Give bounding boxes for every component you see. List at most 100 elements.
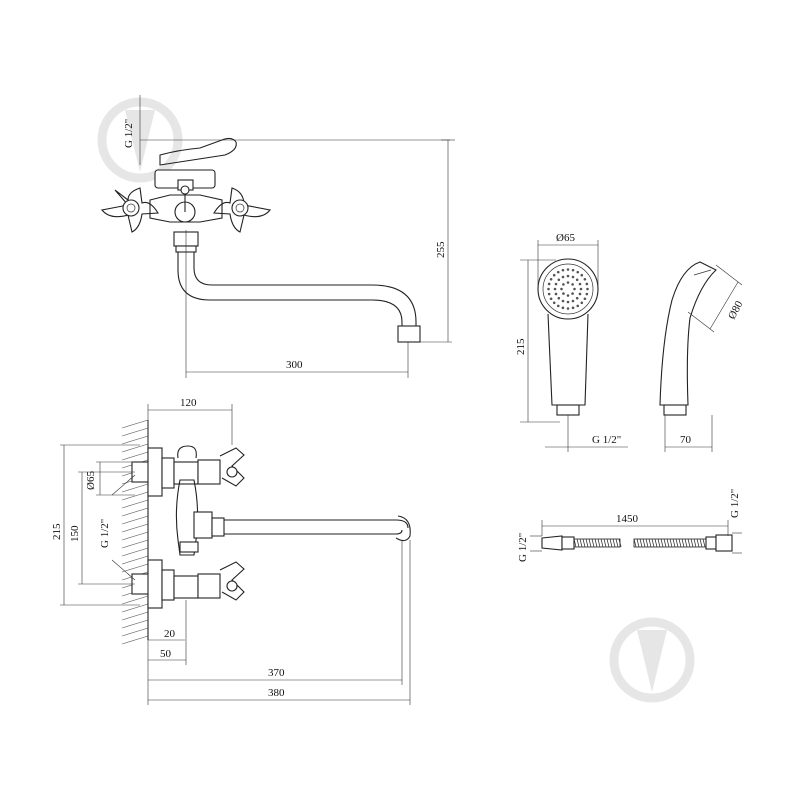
hose-coil <box>681 538 685 548</box>
spray-nozzle <box>576 270 580 274</box>
hose-coil <box>588 538 592 548</box>
spray-nozzle <box>578 282 582 286</box>
label-side-215: 215 <box>51 523 63 540</box>
wall-hatch-line <box>121 539 149 549</box>
spray-nozzle <box>580 273 584 277</box>
wall-hatch-line <box>121 611 149 621</box>
hose-coil <box>615 538 619 548</box>
spray-nozzle <box>580 301 584 305</box>
spray-nozzle <box>571 292 574 295</box>
hose-coil <box>678 538 682 548</box>
faucet-side-view <box>60 404 411 705</box>
spray-nozzle <box>561 306 565 310</box>
hose-coil <box>594 538 598 548</box>
spray-nozzle <box>556 270 560 274</box>
hose-coil <box>591 538 595 548</box>
spray-nozzle <box>583 277 587 281</box>
hose-coil <box>609 538 613 548</box>
wall-hatch-line <box>121 595 149 605</box>
label-handset-70: 70 <box>680 434 692 446</box>
wall-hatch-line <box>121 515 149 525</box>
hose-coil <box>663 538 667 548</box>
spray-nozzle <box>547 282 551 286</box>
wall-hatch-line <box>121 483 149 493</box>
hose-coil <box>642 538 646 548</box>
hose-coil <box>639 538 643 548</box>
spray-nozzle <box>547 292 551 296</box>
spray-nozzle <box>557 278 561 282</box>
spray-nozzle <box>585 282 589 286</box>
spray-nozzle <box>579 287 583 291</box>
hose-coil <box>645 538 649 548</box>
hose-coil <box>603 538 607 548</box>
wall-hatch-line <box>121 427 149 437</box>
hose-coil <box>579 538 583 548</box>
spray-nozzle <box>571 275 575 279</box>
spray-nozzle <box>561 299 565 303</box>
label-150: 150 <box>69 525 81 542</box>
hose-coil <box>702 538 706 548</box>
label-head-diameter: Ø65 <box>556 232 575 244</box>
label-handset-215: 215 <box>515 338 527 355</box>
hose-coil <box>606 538 610 548</box>
spray-nozzle <box>552 301 556 305</box>
wall-hatch-line <box>121 563 149 573</box>
spray-nozzle <box>576 304 580 308</box>
wall-hatch-line <box>121 523 149 533</box>
wall-hatch-line <box>121 635 149 645</box>
wall-hatch-line <box>121 547 149 557</box>
hose-coil <box>684 538 688 548</box>
hose-coil <box>576 538 580 548</box>
hose-coil <box>690 538 694 548</box>
spray-nozzle <box>571 306 575 310</box>
faucet-front-view <box>101 95 455 378</box>
wall-hatch-line <box>121 451 149 461</box>
hose-coil <box>648 538 652 548</box>
shower-head-side <box>659 261 743 452</box>
spray-nozzle <box>578 292 582 296</box>
spray-nozzle <box>571 283 574 286</box>
spray-nozzle <box>566 274 570 278</box>
label-side-thread: G 1/2" <box>99 519 111 548</box>
spray-nozzle <box>585 292 589 296</box>
spray-nozzle <box>561 275 565 279</box>
spray-nozzle <box>566 294 570 297</box>
label-side-diameter: Ø65 <box>85 471 97 490</box>
hose-coil <box>582 538 586 548</box>
spray-nozzle <box>547 287 550 291</box>
label-120: 120 <box>180 397 197 409</box>
wall-hatch-line <box>121 443 149 453</box>
spray-nozzle <box>557 296 561 300</box>
spray-nozzle <box>561 268 565 272</box>
watermark-logo-bottom <box>609 617 695 703</box>
label-255: 255 <box>435 241 447 258</box>
label-hose-thread-left: G 1/2" <box>517 533 529 562</box>
spray-nozzle <box>575 278 579 282</box>
label-50: 50 <box>160 648 172 660</box>
hose-segment <box>573 538 621 548</box>
hose-coil <box>660 538 664 548</box>
hose-coil <box>696 538 700 548</box>
spray-nozzle <box>566 281 570 284</box>
hose-coil <box>651 538 655 548</box>
spray-nozzle <box>554 282 558 286</box>
spray-nozzle <box>566 307 570 310</box>
spray-nozzle <box>586 287 589 291</box>
spray-nozzle <box>583 297 587 301</box>
wall-hatch-line <box>121 499 149 509</box>
hose-coil <box>636 538 640 548</box>
label-20: 20 <box>164 628 176 640</box>
wall-hatch-line <box>121 619 149 629</box>
wall-hatch-line <box>121 491 149 501</box>
label-1450: 1450 <box>616 513 639 525</box>
hose-coil <box>672 538 676 548</box>
wall-hatch-line <box>121 627 149 637</box>
spray-nozzle <box>575 296 579 300</box>
hose-coil <box>666 538 670 548</box>
label-top-thread: G 1/2" <box>123 119 135 148</box>
dim-top-thread: G 1/2" <box>123 119 135 148</box>
wall-hatch-line <box>121 419 149 429</box>
hose-coil <box>612 538 616 548</box>
spray-nozzle <box>554 292 558 296</box>
